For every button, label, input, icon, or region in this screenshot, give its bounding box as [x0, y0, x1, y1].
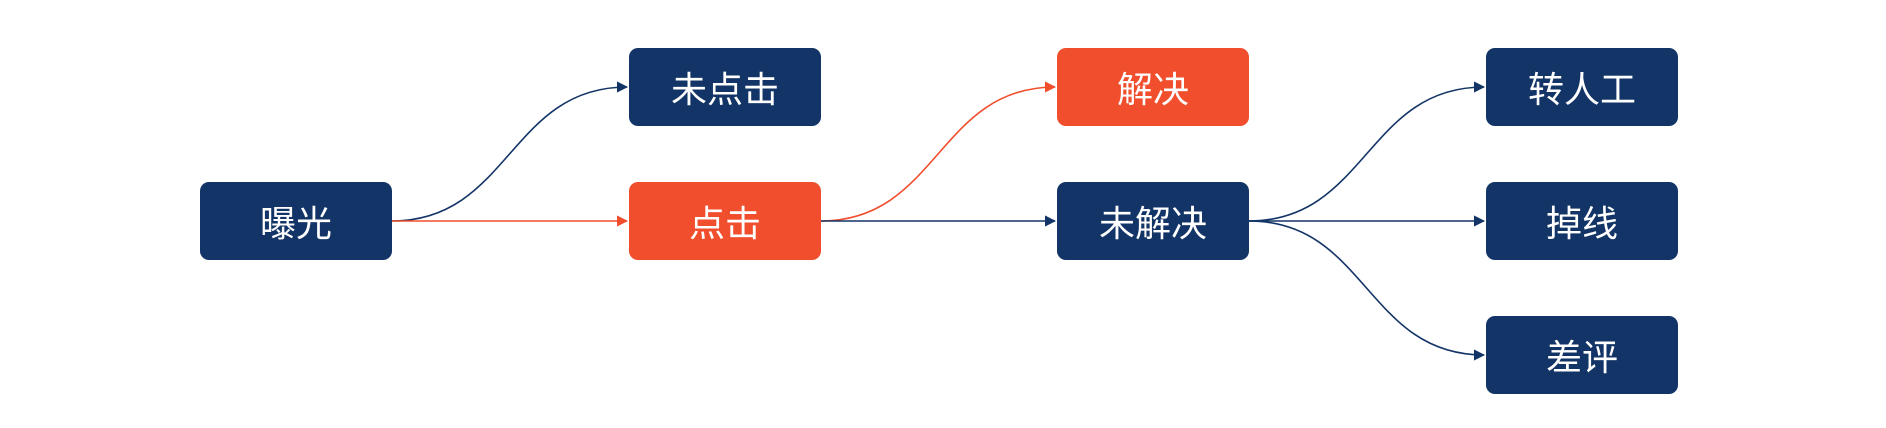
node-transfer-to-human: 转人工 [1486, 48, 1678, 126]
node-resolved-label: 解决 [1116, 70, 1189, 111]
node-dropped-label: 掉线 [1545, 204, 1618, 245]
edge-click-to-resolved [820, 81, 1057, 222]
node-unresolved-label: 未解决 [1098, 204, 1207, 245]
node-click: 点击 [629, 182, 821, 260]
edge-unresolved-to-transfer [1248, 81, 1486, 222]
node-unresolved: 未解决 [1057, 182, 1249, 260]
node-no-click: 未点击 [629, 48, 821, 126]
node-resolved: 解决 [1057, 48, 1249, 126]
node-dropped: 掉线 [1486, 182, 1678, 260]
edge-unresolved-to-bad-review [1248, 220, 1486, 361]
node-no-click-label: 未点击 [670, 70, 779, 111]
node-bad-review: 差评 [1486, 316, 1678, 394]
node-exposure: 曝光 [200, 182, 392, 260]
node-bad-review-label: 差评 [1545, 338, 1618, 379]
node-click-label: 点击 [688, 204, 761, 245]
node-transfer-to-human-label: 转人工 [1527, 70, 1636, 111]
node-exposure-label: 曝光 [259, 204, 332, 245]
edge-exposure-to-no-click [391, 81, 629, 222]
